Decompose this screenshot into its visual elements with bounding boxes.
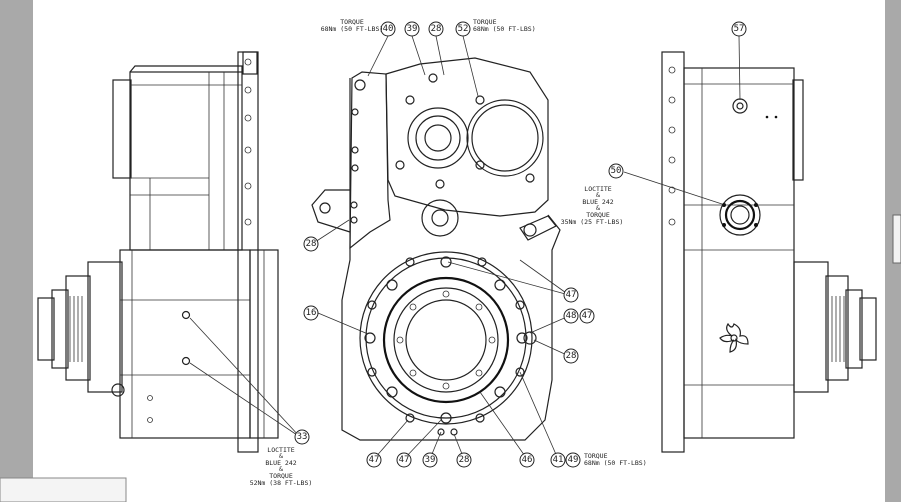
svg-text:47: 47	[369, 455, 380, 465]
svg-text:TORQUE: TORQUE	[586, 211, 610, 219]
note-torque-top-left: TORQUE 68Nm (50 FT-LBS)	[321, 18, 384, 33]
svg-text:16: 16	[306, 308, 317, 318]
callout-28-bottom[interactable]: 28	[456, 452, 472, 468]
svg-text:39: 39	[425, 455, 436, 465]
callout-47-bottom-2[interactable]: 47	[396, 452, 412, 468]
svg-text:52: 52	[458, 24, 469, 34]
callout-52[interactable]: 52	[455, 21, 471, 37]
svg-text:&: &	[596, 204, 600, 212]
svg-text:48: 48	[566, 311, 577, 321]
callout-50[interactable]: 50	[608, 163, 624, 179]
svg-text:LOCTITE: LOCTITE	[267, 446, 294, 454]
callout-33[interactable]: 33	[294, 429, 310, 445]
callout-49[interactable]: 49	[565, 452, 581, 468]
callout-46[interactable]: 46	[519, 452, 535, 468]
note-torque-top-right: TORQUE 68Nm (50 FT-LBS)	[473, 18, 536, 33]
svg-text:46: 46	[522, 455, 533, 465]
svg-text:&: &	[279, 452, 283, 460]
svg-text:41: 41	[553, 455, 564, 465]
brand-logo-icon	[719, 322, 749, 353]
callout-28-top[interactable]: 28	[428, 21, 444, 37]
note-loctite-bottom: LOCTITE & BLUE 242 & TORQUE 52Nm (38 FT-…	[250, 446, 313, 487]
svg-text:LOCTITE: LOCTITE	[584, 185, 611, 193]
svg-text:TORQUE: TORQUE	[473, 18, 497, 26]
svg-text:28: 28	[566, 351, 577, 361]
svg-text:50: 50	[611, 166, 622, 176]
svg-text:47: 47	[582, 311, 593, 321]
svg-text:35Nm (25 FT-LBS): 35Nm (25 FT-LBS)	[561, 218, 624, 226]
svg-text:33: 33	[297, 432, 308, 442]
callout-47-bottom-1[interactable]: 47	[366, 452, 382, 468]
callout-39-bottom[interactable]: 39	[422, 452, 438, 468]
svg-text:39: 39	[407, 24, 418, 34]
callout-28-right[interactable]: 28	[563, 348, 579, 364]
note-torque-bottom-right: TORQUE 68Nm (50 FT-LBS)	[584, 452, 647, 467]
svg-text:57: 57	[734, 24, 745, 34]
svg-text:68Nm (50 FT-LBS): 68Nm (50 FT-LBS)	[321, 25, 384, 33]
right-edge-tab	[892, 214, 901, 264]
callout-57[interactable]: 57	[731, 21, 747, 37]
callout-41[interactable]: 41	[550, 452, 566, 468]
svg-text:TORQUE: TORQUE	[584, 452, 608, 460]
svg-text:49: 49	[568, 455, 579, 465]
callout-47-b[interactable]: 47	[579, 308, 595, 324]
callout-28-left[interactable]: 28	[303, 236, 319, 252]
svg-text:&: &	[279, 465, 283, 473]
svg-text:28: 28	[306, 239, 317, 249]
callout-16[interactable]: 16	[303, 305, 319, 321]
svg-text:28: 28	[459, 455, 470, 465]
svg-text:47: 47	[566, 290, 577, 300]
svg-text:TORQUE: TORQUE	[269, 472, 293, 480]
svg-text:68Nm (50 FT-LBS): 68Nm (50 FT-LBS)	[584, 459, 647, 467]
callout-47-right[interactable]: 47	[563, 287, 579, 303]
svg-text:52Nm (38 FT-LBS): 52Nm (38 FT-LBS)	[250, 479, 313, 487]
leader-lines	[189, 35, 741, 460]
left-side-view	[37, 51, 279, 453]
svg-text:BLUE 242: BLUE 242	[582, 198, 613, 206]
callout-40[interactable]: 40	[380, 21, 396, 37]
svg-text:68Nm (50 FT-LBS): 68Nm (50 FT-LBS)	[473, 25, 536, 33]
bottom-left-panel	[0, 477, 127, 502]
center-front-view	[311, 57, 561, 441]
callout-48[interactable]: 48	[563, 308, 579, 324]
svg-text:28: 28	[431, 24, 442, 34]
right-side-view	[661, 51, 877, 453]
svg-text:TORQUE: TORQUE	[340, 18, 364, 26]
svg-text:40: 40	[383, 24, 394, 34]
note-loctite-right: LOCTITE & BLUE 242 & TORQUE 35Nm (25 FT-…	[561, 185, 624, 226]
svg-text:BLUE 242: BLUE 242	[265, 459, 296, 467]
callout-39-top[interactable]: 39	[404, 21, 420, 37]
svg-text:&: &	[596, 191, 600, 199]
svg-text:47: 47	[399, 455, 410, 465]
